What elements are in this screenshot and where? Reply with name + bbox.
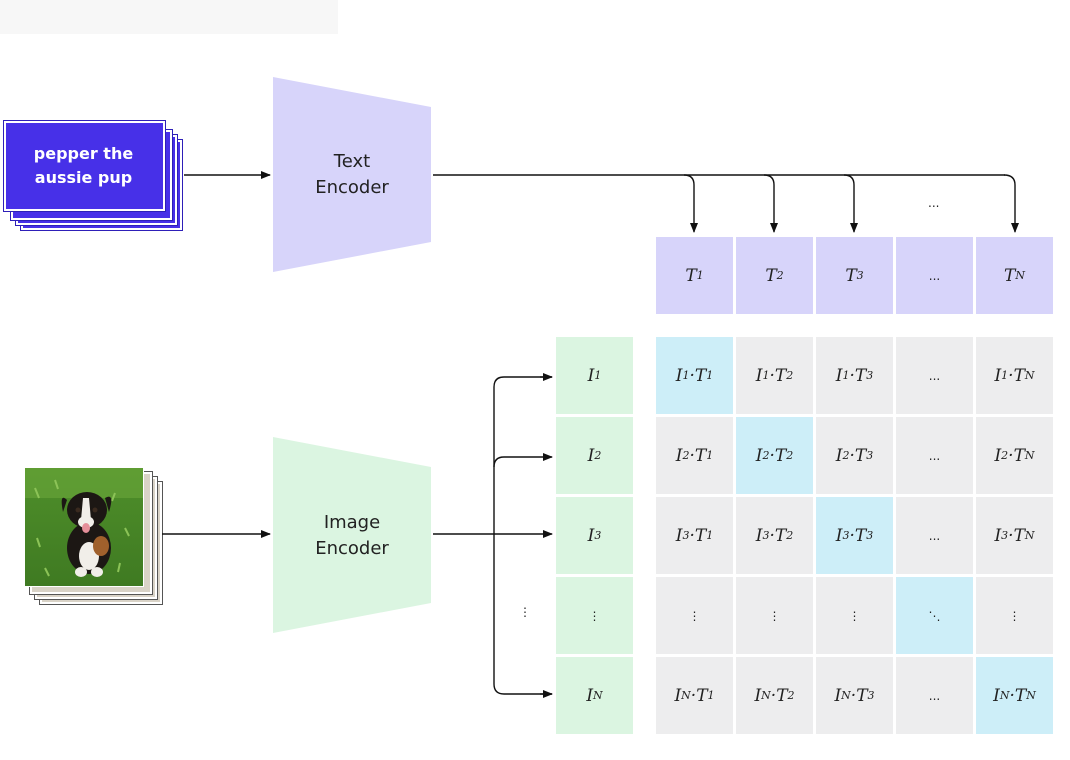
text-card — [4, 121, 165, 211]
image-embedding-ellipsis: ⋮ — [556, 577, 633, 654]
matrix-cell-ellipsis-t3: ⋮ — [816, 577, 893, 654]
text-encoder-shape — [273, 77, 431, 272]
text-input-label: pepper the aussie pup — [33, 144, 134, 187]
i2-arrow — [493, 453, 553, 468]
image-branch-line — [493, 376, 552, 695]
text-encoder-label: Text Encoder — [315, 151, 389, 198]
matrix-cell-in-ellipsis: ... — [896, 657, 973, 734]
matrix-cell-i2-ellipsis: ... — [896, 417, 973, 494]
matrix-cell-i3-ellipsis: ... — [896, 497, 973, 574]
matrix-cell-i1-ellipsis: ... — [896, 337, 973, 414]
t1-arrow — [683, 174, 698, 233]
matrix-cell-ellipsis-t1: ⋮ — [656, 577, 733, 654]
matrix-cell-ellipsis-t2: ⋮ — [736, 577, 813, 654]
left-vertical-ellipsis: ⋮ — [519, 605, 531, 619]
puppy-image-icon — [25, 468, 143, 586]
image-encoder-label: Image Encoder — [315, 512, 389, 559]
matrix-cell-diagonal-ellipsis: ⋱ — [896, 577, 973, 654]
t3-arrow — [843, 174, 858, 233]
puppy-photo — [24, 467, 144, 587]
top-bar — [0, 0, 338, 34]
branch-ellipsis: ... — [928, 196, 940, 210]
tn-arrow — [1003, 174, 1019, 233]
text-embedding-ellipsis: ... — [896, 237, 973, 314]
t2-arrow — [763, 174, 778, 233]
image-encoder-shape — [273, 437, 431, 633]
matrix-cell-ellipsis-tn: ⋮ — [976, 577, 1053, 654]
